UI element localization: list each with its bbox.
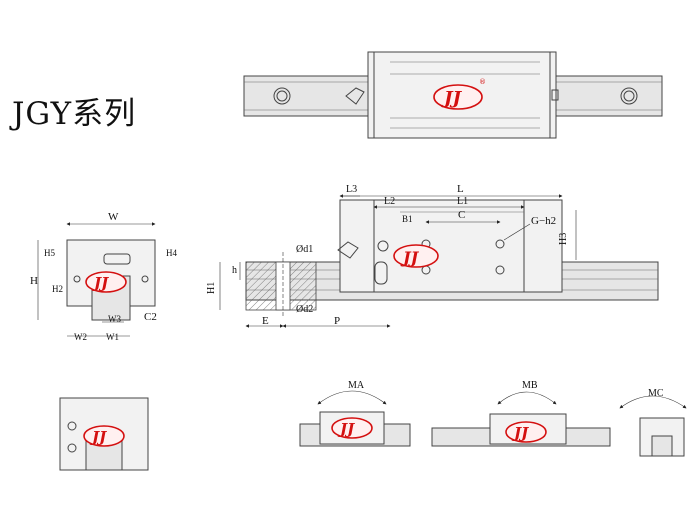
side-view: JJ L L1 L3 L2 B1 C G−h2 H3 h H1 Ød1 Ød2 … (206, 183, 659, 328)
dim-H: H (30, 275, 38, 287)
svg-text:®: ® (479, 78, 486, 86)
dim-L3: L3 (346, 184, 357, 195)
dim-H4: H4 (166, 248, 177, 258)
rail-hole-right (620, 87, 638, 105)
moment-MB-view: JJ MB (431, 380, 611, 447)
svg-text:JJ: JJ (337, 420, 355, 438)
logo-top: JJ ® (433, 78, 486, 110)
dim-L1: L1 (457, 196, 468, 207)
svg-text:JJ: JJ (511, 424, 529, 442)
dim-W1: W1 (106, 332, 119, 342)
page-title: JGY系列 (12, 96, 137, 132)
front-view: JJ W H5 H4 H H2 W3 C2 W2 W1 (30, 211, 177, 342)
dim-G: G−h2 (531, 215, 556, 227)
logo-side: JJ (393, 244, 439, 268)
svg-text:JJ: JJ (441, 88, 463, 109)
dim-W2: W2 (74, 332, 87, 342)
moment-MB-label: MB (522, 380, 538, 391)
top-view: JJ ® (243, 51, 663, 139)
moment-MC-label: MC (648, 388, 664, 399)
dim-B1: B1 (402, 214, 413, 224)
svg-text:JJ: JJ (89, 428, 107, 446)
dim-L2: L2 (384, 196, 395, 207)
dim-d2: Ød2 (296, 304, 313, 315)
dim-h: h (232, 265, 237, 276)
dim-C2: C2 (144, 311, 157, 323)
iso-front-view: JJ (59, 397, 149, 471)
moment-MA-view: JJ MA (299, 380, 411, 447)
dim-P: P (334, 315, 340, 327)
moment-MA-label: MA (348, 380, 365, 391)
svg-text:JJ: JJ (91, 274, 109, 292)
dim-L: L (457, 183, 464, 195)
dim-H1: H1 (206, 282, 217, 294)
dim-C: C (458, 209, 465, 221)
logo-front: JJ (85, 271, 127, 293)
svg-text:JJ: JJ (400, 248, 420, 267)
dim-d1: Ød1 (296, 244, 313, 255)
dim-E: E (262, 315, 269, 327)
dim-H2: H2 (52, 284, 63, 294)
grease-nipple (345, 87, 365, 105)
dim-H5: H5 (44, 248, 55, 258)
moment-MC-view: MC (619, 388, 687, 457)
dim-W3: W3 (108, 314, 121, 324)
dim-H3: H3 (558, 233, 569, 245)
rail-hole-left (273, 87, 291, 105)
dim-W: W (108, 211, 119, 223)
